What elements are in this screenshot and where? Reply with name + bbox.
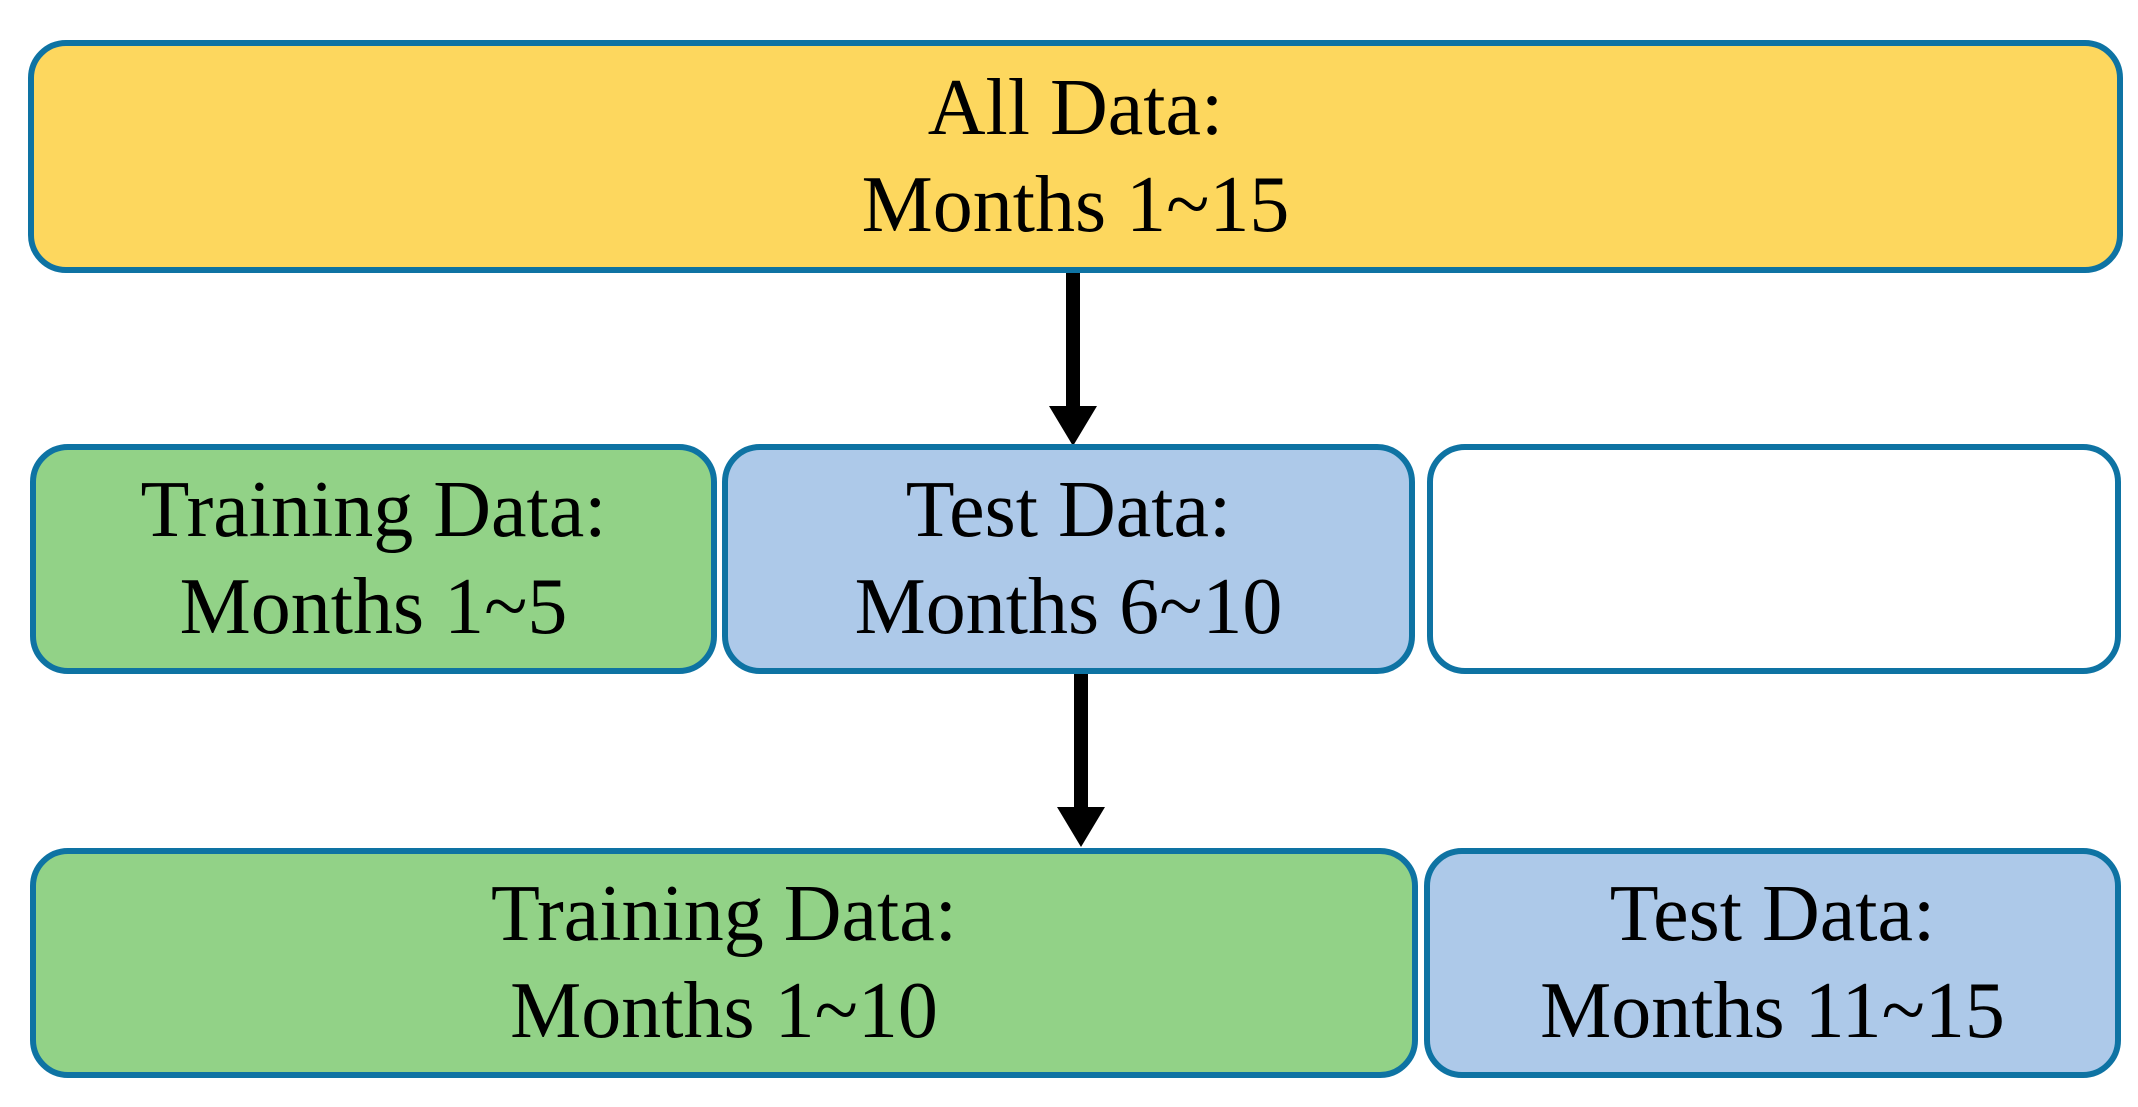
training-data-months-1-5-box: Training Data: Months 1~5 [30, 444, 717, 674]
training-1-label-line1: Training Data: [140, 466, 607, 555]
test-2-label-line2: Months 11~15 [1540, 967, 2005, 1055]
test-1-label-line2: Months 6~10 [854, 563, 1283, 651]
training-1-label-line2: Months 1~5 [179, 563, 568, 651]
down-arrow-icon [1057, 674, 1105, 847]
training-data-months-1-10-box: Training Data: Months 1~10 [30, 848, 1418, 1078]
down-arrow-shape [1057, 674, 1105, 847]
test-data-months-11-15-box: Test Data: Months 11~15 [1424, 848, 2121, 1078]
empty-placeholder-box [1427, 444, 2121, 674]
all-data-box: All Data: Months 1~15 [28, 40, 2123, 273]
all-data-label-line2: Months 1~15 [861, 160, 1290, 249]
test-2-label-line1: Test Data: [1609, 870, 1936, 959]
all-data-label-line1: All Data: [927, 63, 1224, 152]
test-data-months-6-10-box: Test Data: Months 6~10 [722, 444, 1415, 674]
test-1-label-line1: Test Data: [905, 466, 1232, 555]
down-arrow-icon [1049, 273, 1097, 446]
training-2-label-line1: Training Data: [491, 870, 957, 959]
down-arrow-shape [1049, 273, 1097, 446]
training-2-label-line2: Months 1~10 [510, 967, 938, 1055]
